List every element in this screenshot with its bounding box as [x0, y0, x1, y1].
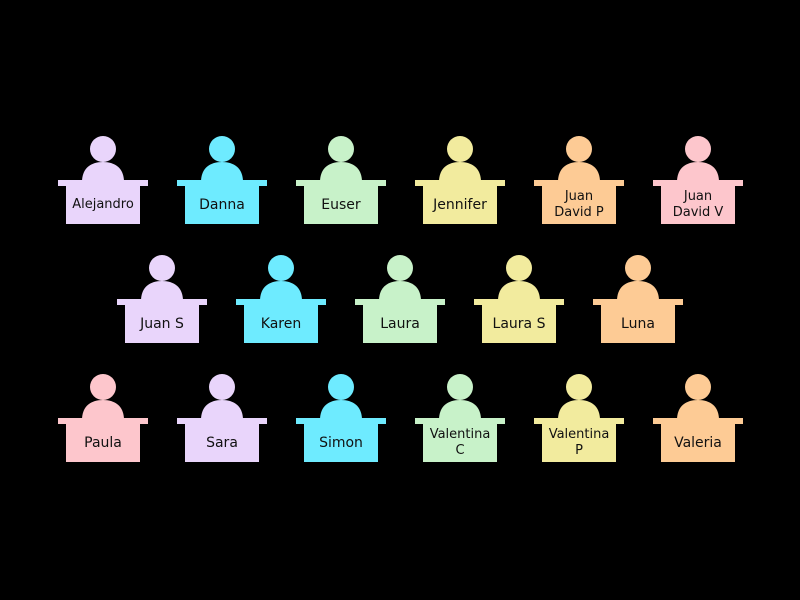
person-icon: [82, 136, 124, 182]
person-icon: [558, 136, 600, 182]
desk-top: [236, 299, 326, 305]
desk-top: [58, 418, 148, 424]
person-icon: [320, 374, 362, 420]
desk: Paula: [66, 424, 140, 462]
desk: Juan S: [125, 305, 199, 343]
desk: Laura S: [482, 305, 556, 343]
desk: Valentina C: [423, 424, 497, 462]
student-name: Valentina P: [548, 427, 610, 458]
seat-card[interactable]: Luna: [593, 254, 683, 346]
desk: Danna: [185, 186, 259, 224]
desk: Juan David V: [661, 186, 735, 224]
person-icon: [439, 374, 481, 420]
desk: Euser: [304, 186, 378, 224]
student-name: Sara: [206, 434, 238, 451]
desk-top: [117, 299, 207, 305]
desk: Alejandro: [66, 186, 140, 224]
student-name: Valentina C: [429, 427, 491, 458]
desk: Jennifer: [423, 186, 497, 224]
student-name: Paula: [84, 434, 122, 451]
desk-top: [58, 180, 148, 186]
student-name: Juan David V: [672, 189, 724, 220]
desk: Karen: [244, 305, 318, 343]
student-name: Laura: [380, 315, 420, 332]
student-name: Juan S: [140, 315, 184, 332]
seat-card[interactable]: Juan David V: [653, 135, 743, 227]
desk-top: [177, 418, 267, 424]
student-name: Luna: [621, 315, 655, 332]
desk-top: [296, 418, 386, 424]
seat-card[interactable]: Karen: [236, 254, 326, 346]
seat-card[interactable]: Juan S: [117, 254, 207, 346]
person-icon: [82, 374, 124, 420]
person-icon: [558, 374, 600, 420]
student-name: Juan David P: [554, 189, 604, 220]
student-name: Euser: [321, 196, 361, 213]
desk: Laura: [363, 305, 437, 343]
seat-card[interactable]: Valentina C: [415, 373, 505, 465]
desk-top: [653, 180, 743, 186]
person-icon: [379, 255, 421, 301]
person-icon: [498, 255, 540, 301]
seat-card[interactable]: Paula: [58, 373, 148, 465]
desk-top: [296, 180, 386, 186]
desk-top: [653, 418, 743, 424]
person-icon: [617, 255, 659, 301]
person-icon: [677, 374, 719, 420]
person-icon: [260, 255, 302, 301]
seat-card[interactable]: Euser: [296, 135, 386, 227]
student-name: Valeria: [674, 434, 722, 451]
person-icon: [320, 136, 362, 182]
person-icon: [201, 374, 243, 420]
person-icon: [439, 136, 481, 182]
desk-top: [534, 418, 624, 424]
student-name: Karen: [260, 315, 302, 332]
student-name: Danna: [199, 196, 245, 213]
desk-top: [534, 180, 624, 186]
desk-top: [474, 299, 564, 305]
seat-card[interactable]: Jennifer: [415, 135, 505, 227]
desk: Simon: [304, 424, 378, 462]
desk: Sara: [185, 424, 259, 462]
desk: Valentina P: [542, 424, 616, 462]
student-name: Jennifer: [433, 196, 487, 213]
person-icon: [141, 255, 183, 301]
desk-top: [177, 180, 267, 186]
student-name: Simon: [319, 434, 363, 451]
seat-card[interactable]: Laura: [355, 254, 445, 346]
desk-top: [415, 180, 505, 186]
person-icon: [201, 136, 243, 182]
student-name: Alejandro: [72, 197, 134, 212]
seat-card[interactable]: Valeria: [653, 373, 743, 465]
seat-card[interactable]: Alejandro: [58, 135, 148, 227]
desk-top: [415, 418, 505, 424]
desk: Luna: [601, 305, 675, 343]
seat-card[interactable]: Valentina P: [534, 373, 624, 465]
seat-card[interactable]: Juan David P: [534, 135, 624, 227]
seat-card[interactable]: Laura S: [474, 254, 564, 346]
desk: Juan David P: [542, 186, 616, 224]
seat-card[interactable]: Simon: [296, 373, 386, 465]
desk-top: [593, 299, 683, 305]
desk: Valeria: [661, 424, 735, 462]
desk-top: [355, 299, 445, 305]
person-icon: [677, 136, 719, 182]
seat-card[interactable]: Danna: [177, 135, 267, 227]
seat-card[interactable]: Sara: [177, 373, 267, 465]
student-name: Laura S: [492, 315, 546, 332]
